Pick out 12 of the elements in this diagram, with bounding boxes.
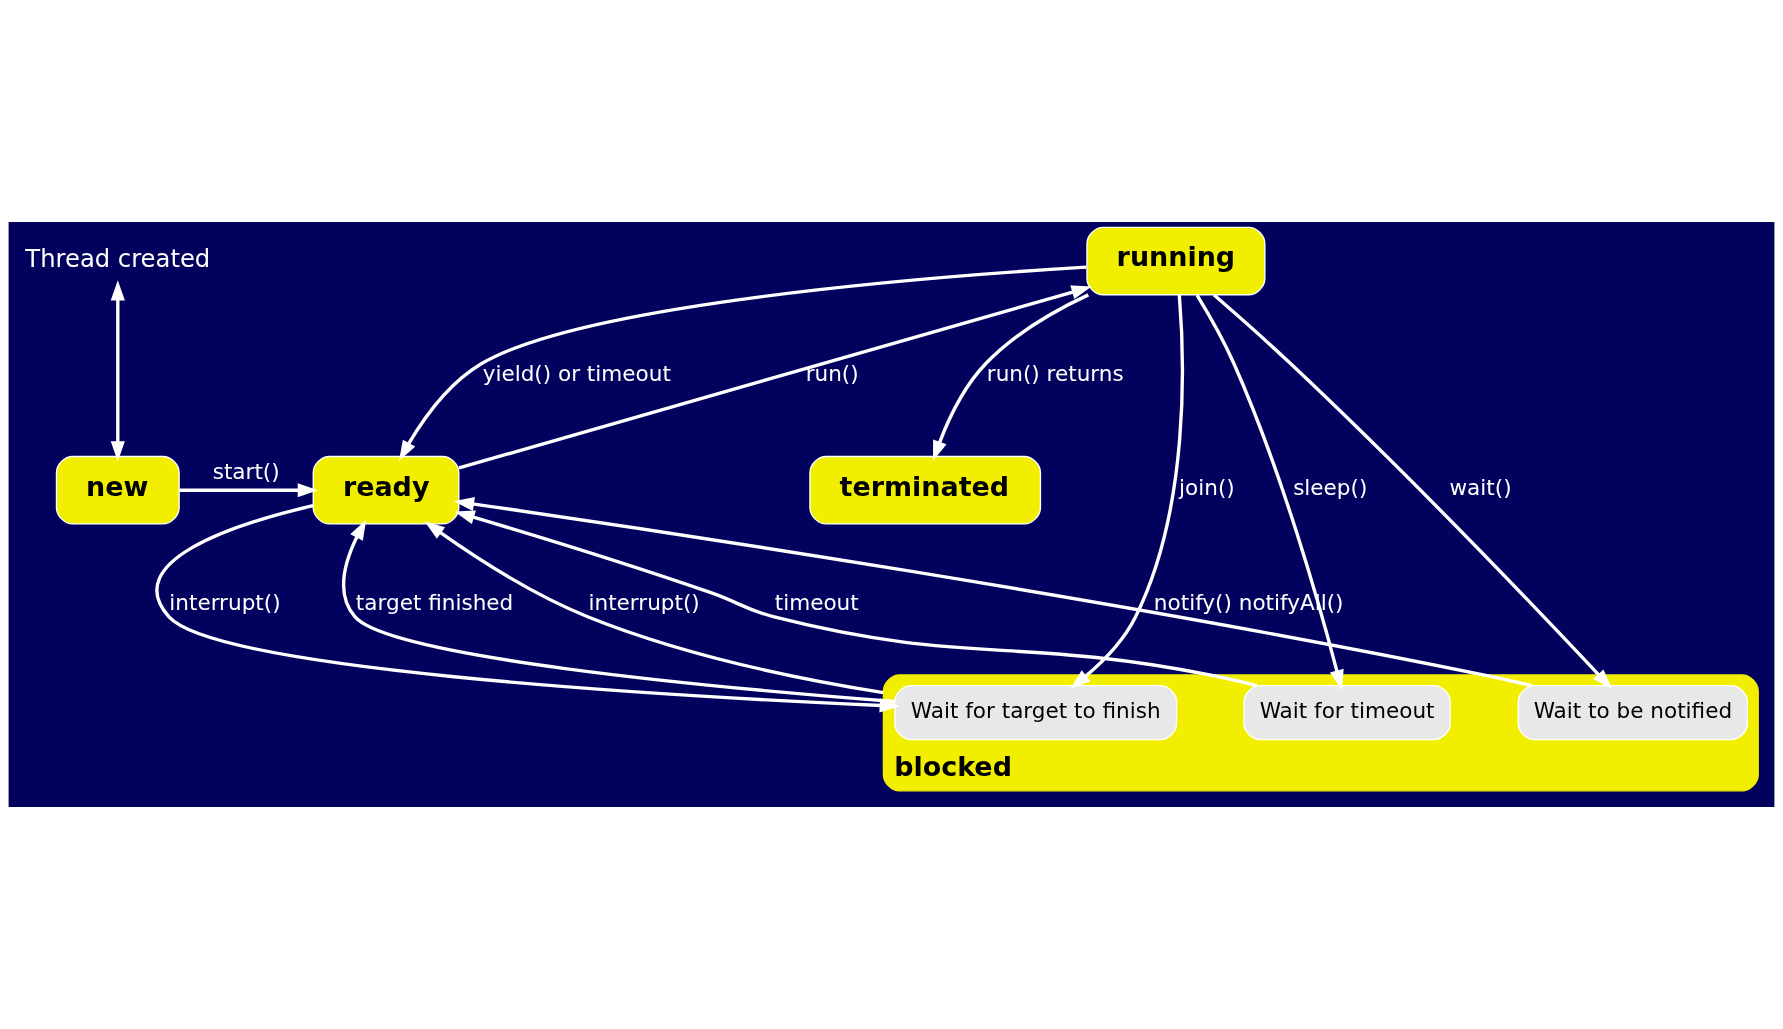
edge-label: yield() or timeout	[482, 360, 671, 386]
node-text: Thread created	[25, 244, 211, 274]
edge-label: sleep()	[1293, 475, 1368, 501]
edge-label: interrupt()	[588, 589, 700, 615]
edge-label: join()	[1179, 475, 1235, 501]
edge-label: start()	[212, 459, 280, 485]
edge-label: run()	[805, 360, 859, 386]
edge-label: interrupt()	[169, 589, 281, 615]
edge-label: wait()	[1449, 475, 1512, 501]
edge-label: run() returns	[986, 360, 1124, 386]
edge-label: target finished	[355, 589, 514, 615]
edge-label: timeout	[774, 589, 859, 615]
